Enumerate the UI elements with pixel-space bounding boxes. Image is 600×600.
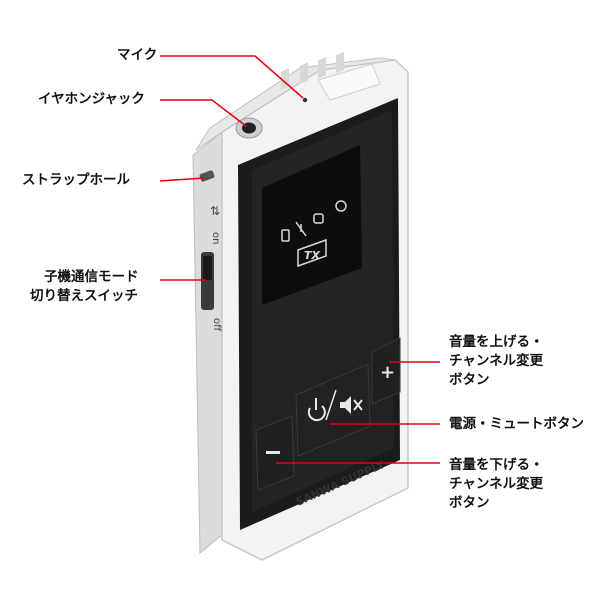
power-icon <box>307 398 326 422</box>
mode-switch-label-line2: 切り替えスイッチ <box>30 288 138 304</box>
callout-earphone-jack <box>160 99 247 127</box>
chat-icon <box>313 213 324 224</box>
earphone-jack-label: イヤホンジャック <box>38 91 145 107</box>
volume-up-label-line2: チャンネル変更 <box>449 353 544 369</box>
mic-bump <box>317 63 381 101</box>
callout-strap-hole <box>159 177 205 182</box>
device-side-shell <box>192 130 223 555</box>
volume-up-button[interactable] <box>371 337 401 405</box>
power-mute-label: 電源・ミュートボタン <box>449 416 584 432</box>
mic-mute-icon <box>295 221 307 237</box>
mode-switch-label-line1: 子機通信モード <box>44 269 139 285</box>
mute-icon <box>340 396 363 414</box>
mic-label: マイク <box>117 47 158 63</box>
volume-down-label-line1: 音量を下げる・ <box>449 457 544 473</box>
led-bar-4 <box>336 52 344 74</box>
status-icons <box>281 200 347 242</box>
led-display <box>262 145 362 305</box>
tx-badge: TX <box>297 238 327 268</box>
tx-badge-text: TX <box>304 249 321 262</box>
side-arrows-icon: ⇅ <box>210 204 220 218</box>
strap-hole-label: ストラップホール <box>22 172 130 188</box>
switch-off-label: off <box>211 318 222 332</box>
mode-switch-knob[interactable] <box>203 256 212 280</box>
volume-up-label-line3: ボタン <box>449 372 490 388</box>
plus-icon: + <box>380 362 395 383</box>
battery-icon <box>281 229 290 242</box>
volume-down-label-line2: チャンネル変更 <box>449 476 544 492</box>
volume-down-label-line3: ボタン <box>449 495 490 511</box>
switch-on-label: on <box>210 232 221 244</box>
volume-up-label-line1: 音量を上げる・ <box>449 334 544 350</box>
power-mute-button[interactable] <box>295 363 371 457</box>
headset-icon <box>335 200 347 212</box>
slash-divider <box>325 389 337 421</box>
led-bar-3 <box>318 57 326 79</box>
mic-hole <box>302 97 308 103</box>
callout-lines <box>159 55 440 464</box>
callout-mic <box>160 55 304 99</box>
led-bar-2 <box>300 62 308 84</box>
minus-icon <box>266 451 280 454</box>
